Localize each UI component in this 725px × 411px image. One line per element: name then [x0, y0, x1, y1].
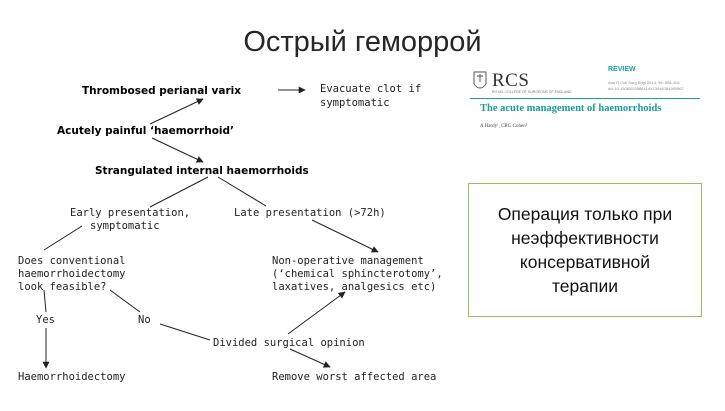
rcs-logo-text: RCS — [492, 70, 530, 91]
rcs-logo-subtitle: ROYAL COLLEGE OF SURGEONS OF ENGLAND — [492, 90, 572, 94]
slide-title: Острый геморрой — [243, 26, 482, 58]
node-evacuate-line2: symptomatic — [320, 97, 390, 109]
node-nonop-line3: laxatives, analgesics etc) — [272, 281, 436, 293]
review-label: REVIEW — [608, 66, 636, 73]
node-haemorrhoidectomy: Haemorrhoidectomy — [18, 371, 125, 383]
node-no: No — [138, 314, 151, 326]
citation: Ann R Coll Surg Engl 2014; 96: 508–511 d… — [608, 80, 703, 92]
article-title: The acute management of haemorrhoids — [480, 103, 662, 114]
edge-does-to-yes — [43, 289, 47, 313]
node-yes: Yes — [36, 314, 55, 326]
edge-acutely-to-strangulated — [151, 137, 204, 163]
node-thrombosed: Thrombosed perianal varix — [82, 85, 241, 97]
node-early-line1: Early presentation, — [70, 207, 190, 219]
edge-divided-to-nonop — [287, 291, 346, 335]
article-rule — [470, 98, 700, 99]
edge-late-to-nonop — [311, 219, 379, 253]
node-remove: Remove worst affected area — [272, 371, 436, 383]
node-does-line2: haemorrhoidectomy — [18, 268, 125, 280]
edge-acutely-to-thrombosed — [149, 98, 204, 125]
node-early-line2: symptomatic — [90, 220, 160, 232]
node-evacuate-line1: Evacuate clot if — [320, 83, 421, 95]
node-nonop-line1: Non-operative management — [272, 255, 424, 267]
node-does-line3: look feasible? — [18, 281, 107, 293]
note-line-2: неэффективности — [511, 228, 659, 248]
node-does-line1: Does conventional — [18, 255, 125, 267]
note-box: Операция только при неэффективности конс… — [468, 183, 702, 317]
note-line-4: терапии — [551, 276, 619, 296]
node-divided: Divided surgical opinion — [213, 337, 365, 349]
citation-line1: Ann R Coll Surg Engl 2014; 96: 508–511 — [608, 80, 680, 85]
rcs-crest-icon — [473, 71, 487, 89]
edge-divided-to-remove — [289, 348, 331, 368]
article-header: RCS ROYAL COLLEGE OF SURGEONS OF ENGLAND… — [470, 60, 700, 140]
citation-line2: doi 10.1308/003588414X13946184900967 — [608, 86, 684, 91]
node-nonop-line2: (‘chemical sphincterotomy’, — [272, 268, 443, 280]
note-text: Операция только при неэффективности конс… — [498, 202, 672, 298]
edge-strangulated-to-early — [149, 176, 209, 208]
article-authors: A Hardy¹, CRG Cohen² — [480, 124, 528, 129]
edge-strangulated-to-late — [217, 176, 267, 207]
node-strangulated: Strangulated internal haemorrhoids — [95, 165, 309, 177]
note-line-1: Операция только при — [497, 204, 673, 224]
flowchart: Thrombosed perianal varix Evacuate clot … — [18, 83, 443, 383]
edge-early-to-does — [43, 225, 83, 251]
edge-does-to-no — [109, 289, 141, 313]
node-acutely: Acutely painful ‘haemorrhoid’ — [57, 125, 234, 137]
edge-no-to-divided — [159, 323, 211, 341]
note-line-3: консервативной — [519, 252, 651, 272]
node-late: Late presentation (>72h) — [234, 207, 386, 219]
